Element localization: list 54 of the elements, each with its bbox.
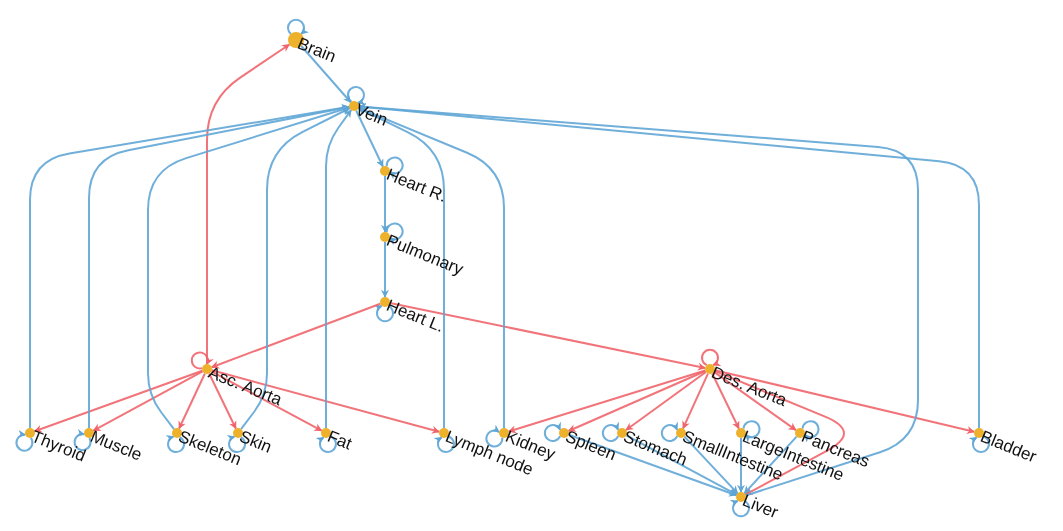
arrow — [240, 107, 351, 431]
self-loop-arrow — [968, 435, 990, 453]
arrow — [743, 435, 798, 495]
arrow — [33, 369, 204, 433]
node-label: Heart L. — [383, 296, 447, 336]
arrow — [381, 175, 389, 233]
self-loop-arrow — [287, 18, 310, 35]
self-loop-arrow — [742, 420, 761, 443]
self-loop-arrow — [660, 421, 679, 442]
node-label: Fat — [324, 427, 355, 454]
self-loop-arrow — [190, 351, 214, 370]
self-loop-arrow — [373, 304, 394, 323]
arrow — [567, 370, 707, 432]
arrow — [713, 370, 797, 432]
self-loop-arrow — [485, 424, 504, 448]
arrow — [625, 434, 738, 496]
arrow — [507, 369, 707, 434]
arrow — [683, 435, 739, 495]
self-loop-arrow — [315, 435, 337, 453]
self-loop-arrow — [226, 435, 246, 454]
arrow — [381, 241, 389, 298]
arrow — [325, 109, 353, 429]
node-label: Brain — [294, 34, 339, 67]
node-label: Liver — [739, 491, 781, 523]
arrow — [737, 437, 745, 493]
self-loop-arrow — [385, 222, 404, 246]
arrow — [147, 105, 351, 431]
node-label: Des. Aorta — [708, 363, 789, 411]
self-loop-arrow — [73, 429, 92, 452]
arrow — [210, 369, 441, 434]
self-loop-arrow — [165, 435, 185, 454]
self-loop-arrow — [433, 435, 455, 453]
arrow — [210, 370, 323, 432]
self-loop-arrow — [801, 420, 820, 443]
node-label: Asc. Aorta — [205, 363, 285, 410]
arrow — [355, 109, 384, 168]
self-loop-arrow — [601, 421, 620, 442]
arrow — [713, 369, 845, 496]
arrow — [300, 45, 352, 104]
self-loop-arrow — [701, 348, 722, 367]
arrow — [206, 43, 291, 365]
arrow — [178, 372, 206, 430]
self-loop-arrow — [385, 156, 404, 180]
arrow — [92, 370, 204, 432]
arrow — [210, 302, 382, 369]
arrow — [625, 370, 707, 432]
self-loop-arrow — [543, 421, 562, 442]
self-loop-arrow — [346, 86, 366, 105]
arrow — [358, 103, 980, 429]
self-loop-arrow — [15, 430, 34, 452]
arrow — [682, 372, 709, 430]
self-loop-arrow — [729, 499, 750, 518]
node-label: Heart R. — [383, 165, 450, 207]
node-label: Vein — [352, 100, 391, 130]
